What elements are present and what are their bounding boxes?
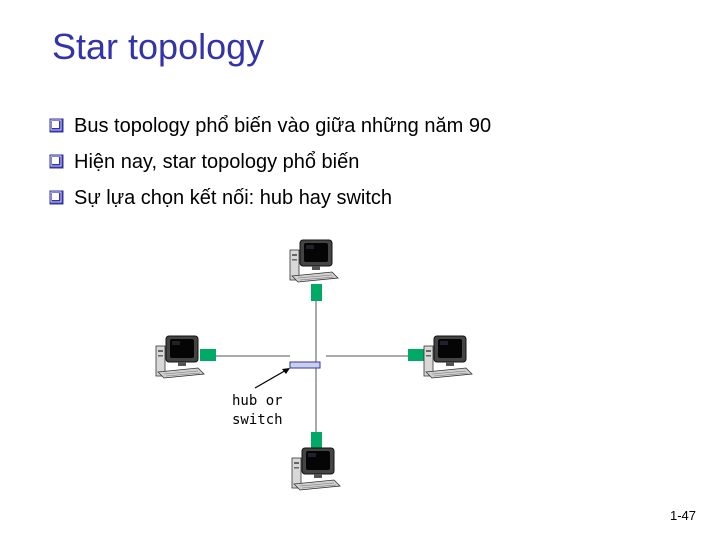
page-number: 1-47 — [669, 508, 696, 523]
checkbox-bullet-icon — [49, 190, 64, 205]
adapter-right — [408, 349, 424, 361]
computer-icon-right — [423, 335, 473, 379]
computer-icon-bottom — [291, 447, 341, 491]
bullet-list: Bus topology phổ biến vào giữa những năm… — [48, 108, 491, 216]
arrow-head-icon — [282, 368, 290, 374]
hub-switch — [289, 361, 321, 369]
checkbox-bullet-icon — [49, 154, 64, 169]
adapter-bottom — [311, 432, 322, 449]
checkbox-bullet-icon — [49, 118, 64, 133]
adapter-top — [311, 284, 322, 301]
bullet-item: Sự lựa chọn kết nối: hub hay switch — [48, 180, 491, 216]
bullet-text: Hiện nay, star topology phổ biến — [74, 150, 360, 173]
computer-icon-top — [289, 239, 339, 283]
bullet-text: Sự lựa chọn kết nối: hub hay switch — [74, 186, 393, 209]
hub-label-line2: switch — [232, 412, 283, 428]
bullet-text: Bus topology phổ biến vào giữa những năm… — [74, 114, 492, 137]
hub-pointer-arrow — [254, 368, 289, 389]
hub-label-line1: hub or — [232, 393, 283, 409]
computer-icon-left — [155, 335, 205, 379]
hub-label: hub or switch — [232, 392, 283, 430]
adapter-left — [200, 349, 216, 361]
bullet-item: Hiện nay, star topology phổ biến — [48, 144, 491, 180]
slide-title: Star topology — [52, 26, 265, 67]
bullet-item: Bus topology phổ biến vào giữa những năm… — [48, 108, 491, 144]
